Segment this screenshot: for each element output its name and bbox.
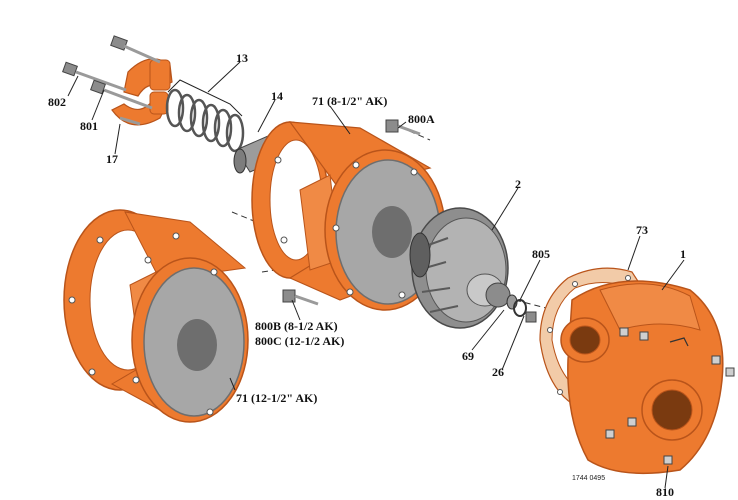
- label-part-26: 26: [492, 365, 504, 379]
- label-part-73: 73: [636, 223, 648, 237]
- label-part-800a: 800A: [408, 112, 435, 126]
- leader-lines: [67, 61, 685, 489]
- label-part-14: 14: [271, 89, 283, 103]
- label-part-71-large: 71 (12-1/2" AK): [236, 391, 317, 405]
- bolt-icon: [525, 311, 537, 323]
- motor-adapter-icon: [63, 209, 249, 423]
- label-part-13: 13: [236, 51, 248, 65]
- drawing-number: 1744 0495: [572, 475, 605, 482]
- impeller-icon: [409, 207, 511, 329]
- label-part-800b: 800B (8-1/2 AK): [255, 319, 338, 333]
- part-labels: 802 801 17 13 14 71 (8-1/2" AK) 800A 2 8…: [48, 51, 686, 499]
- pump-casing-icon: [560, 280, 735, 475]
- bolt-icon: [282, 289, 319, 306]
- label-part-17: 17: [106, 152, 118, 166]
- label-part-801: 801: [80, 119, 98, 133]
- washer-icon: [513, 299, 527, 317]
- shaft-clamp-icon: [111, 58, 173, 126]
- label-part-810: 810: [656, 485, 674, 499]
- label-part-1: 1: [680, 247, 686, 261]
- bolt-icon: [385, 119, 421, 136]
- label-part-802: 802: [48, 95, 66, 109]
- label-part-69: 69: [462, 349, 474, 363]
- spring-icon: [165, 79, 245, 153]
- label-part-800c: 800C (12-1/2 AK): [255, 334, 344, 348]
- label-part-71-small: 71 (8-1/2" AK): [312, 94, 387, 108]
- label-part-2: 2: [515, 177, 521, 191]
- bolt-icon: [62, 35, 161, 126]
- label-part-805: 805: [532, 247, 550, 261]
